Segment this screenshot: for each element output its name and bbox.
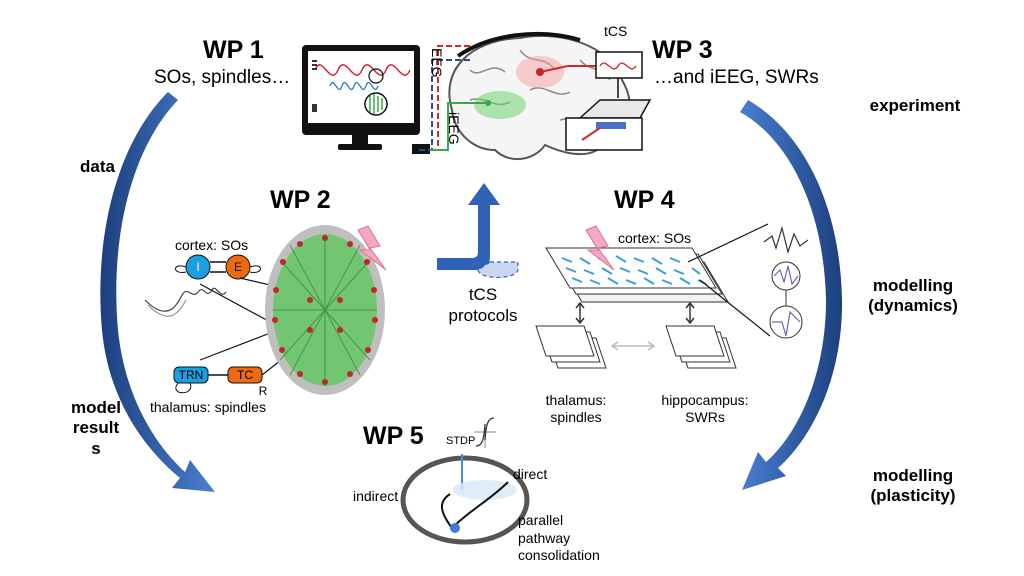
node-e-label: E <box>233 260 242 274</box>
wp4-coupling-arrows <box>575 301 695 351</box>
eeg-monitor <box>302 45 430 154</box>
wp5-caption: parallel pathway consolidation <box>518 512 600 563</box>
wp4-hippocampus-sheet <box>665 325 737 369</box>
indirect-label: indirect <box>353 488 399 504</box>
wp2-cortex-label: cortex: SOs <box>175 237 249 253</box>
tcs-protocol-arrow <box>437 183 519 279</box>
node-i-label: I <box>196 260 200 274</box>
wp4-title: WP 4 <box>614 186 675 214</box>
direct-label: direct <box>513 466 548 482</box>
right-cycle-arrow <box>740 100 843 490</box>
eeg-wire <box>416 59 470 151</box>
wp3-subtitle: …and iEEG, SWRs <box>654 67 819 88</box>
ieeg-wire <box>430 102 488 151</box>
right-label-modelling-plasticity: modelling (plasticity) <box>870 466 956 506</box>
center-label: tCS protocols <box>448 285 518 326</box>
wp1-subtitle: SOs, spindles… <box>154 67 291 88</box>
wp2-title: WP 2 <box>270 186 331 214</box>
wp2-thalamus-label: thalamus: spindles <box>150 399 266 415</box>
ieeg-label: iEEG <box>446 112 462 145</box>
right-label-experiment: experiment <box>869 96 961 115</box>
wp4-cortex-sheet <box>545 223 771 337</box>
right-label-modelling-dynamics: modelling (dynamics) <box>868 276 958 316</box>
node-trn-label: TRN <box>178 368 204 382</box>
wp4-cortex-label: cortex: SOs <box>618 230 692 246</box>
wp4-thalamus-sheet <box>535 325 607 369</box>
wp3-title: WP 3 <box>652 36 713 64</box>
eeg-label: EEG <box>429 48 445 78</box>
node-tc-label: TC <box>237 368 253 382</box>
tcs-device <box>565 51 652 151</box>
left-cycle-arrow <box>100 92 215 492</box>
wp4-signal-insets <box>763 225 809 339</box>
wp1-title: WP 1 <box>203 36 264 64</box>
eeg-wire-red <box>437 45 470 150</box>
brain-network-model <box>265 225 387 395</box>
node-r-label: R <box>258 384 268 398</box>
wp4-thalamus-caption: thalamus: spindles <box>545 392 607 425</box>
left-label-data: data <box>80 157 115 176</box>
wp4-hippocampus-caption: hippocampus: SWRs <box>661 392 749 425</box>
wp5-title: WP 5 <box>363 422 424 450</box>
stdp-label: STDP <box>446 435 476 447</box>
tcs-device-label: tCS <box>604 23 628 39</box>
wp5-hippocampal-circuit <box>400 417 530 545</box>
left-label-model-results: model result s <box>70 398 122 458</box>
tcs-wire <box>539 65 600 73</box>
